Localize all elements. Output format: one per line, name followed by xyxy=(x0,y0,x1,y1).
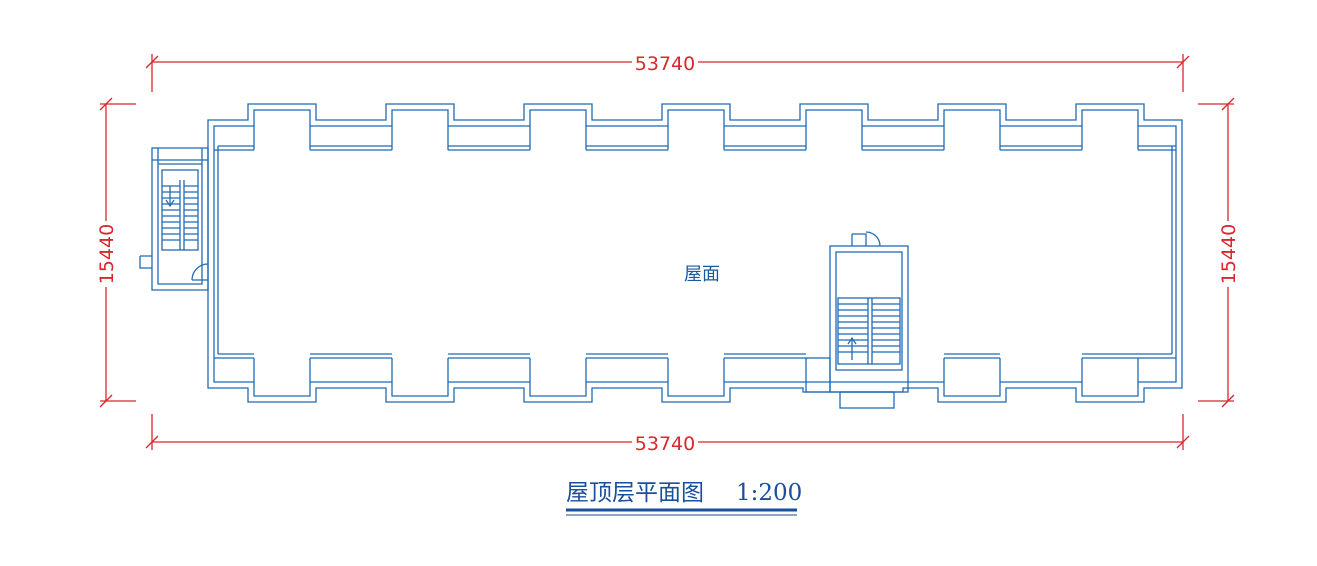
drawing-title-name: 屋顶层平面图 xyxy=(566,480,704,506)
left-stair xyxy=(139,147,209,291)
roof-area-label: 屋面 xyxy=(684,264,720,285)
top-dimension: 53740 xyxy=(145,50,1190,92)
bottom-dimension-label: 53740 xyxy=(635,433,695,455)
right-dimension-label: 15440 xyxy=(1218,224,1240,284)
building-outline xyxy=(207,103,1183,409)
bottom-dimension: 53740 xyxy=(145,414,1190,455)
left-dimension-label: 15440 xyxy=(96,224,118,284)
left-dimension: 15440 xyxy=(94,97,136,408)
right-dimension: 15440 xyxy=(1198,97,1240,408)
drawing-title-scale: 1:200 xyxy=(736,480,802,506)
right-stair xyxy=(829,231,909,393)
drawing-title: 屋顶层平面图 1:200 xyxy=(566,480,802,516)
top-dimension-label: 53740 xyxy=(635,53,695,75)
